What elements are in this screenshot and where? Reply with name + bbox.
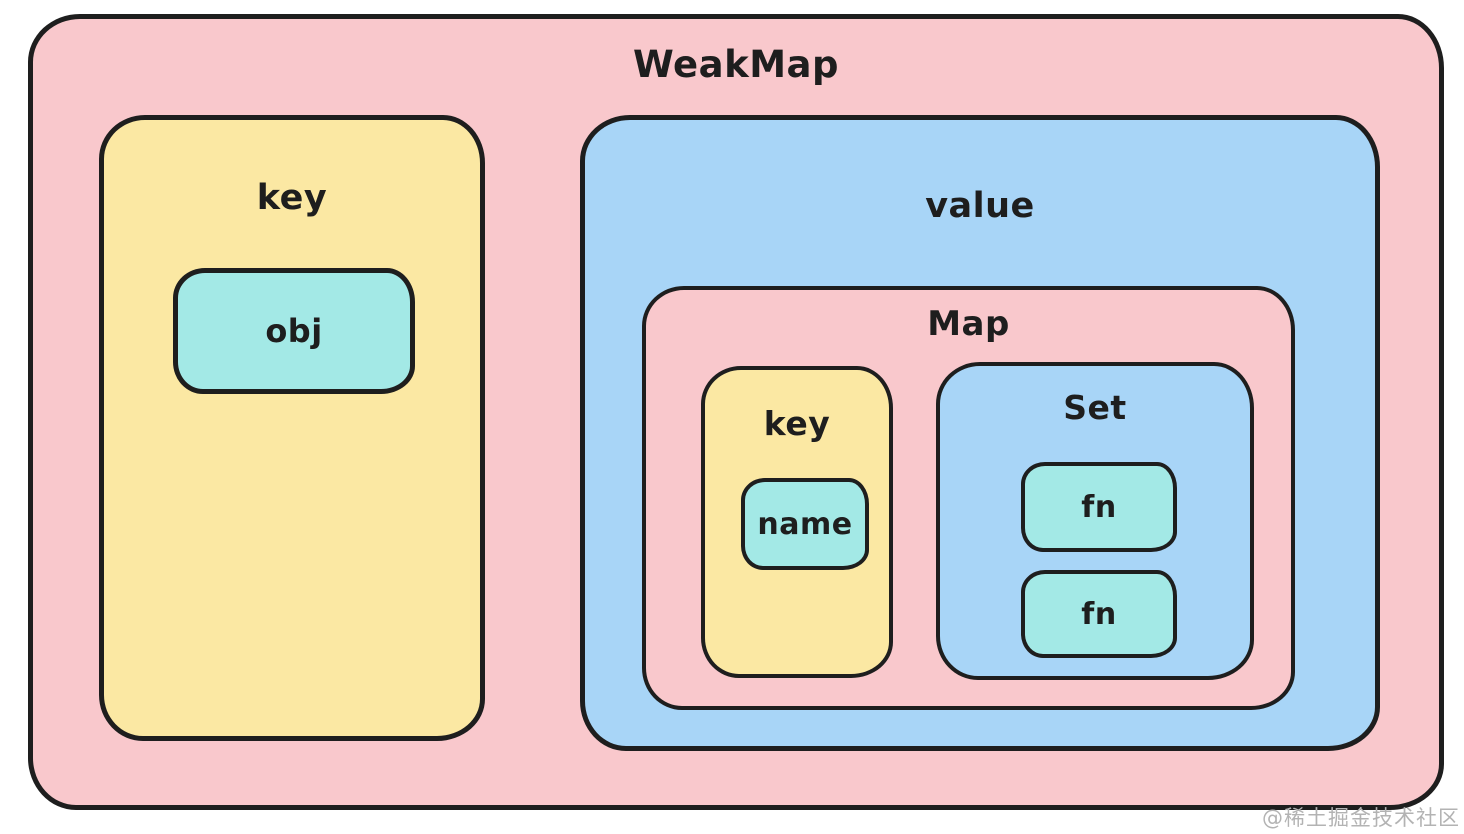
set-container-box: Set fn fn [936, 362, 1254, 680]
map-container-box: Map key name Set fn fn [642, 286, 1295, 710]
fn-node-box-2: fn [1021, 570, 1177, 658]
fn-node-box-1: fn [1021, 462, 1177, 552]
name-label: name [757, 506, 853, 542]
key-container-box: key obj [99, 115, 485, 741]
weakmap-container-box: WeakMap key obj value Map key name [28, 14, 1444, 810]
obj-label: obj [265, 312, 323, 350]
value-container-box: value Map key name Set fn [580, 115, 1380, 751]
key-label: key [256, 178, 328, 218]
name-node-box: name [741, 478, 869, 570]
set-label: Set [1063, 388, 1127, 427]
obj-node-box: obj [173, 268, 415, 394]
watermark-text: @稀土掘金技术社区 [1262, 806, 1460, 830]
fn-label-1: fn [1081, 489, 1117, 525]
inner-key-container-box: key name [701, 366, 893, 678]
value-label: value [925, 186, 1035, 226]
map-label: Map [927, 304, 1010, 344]
inner-key-label: key [763, 404, 831, 443]
weakmap-label: WeakMap [633, 43, 839, 86]
fn-label-2: fn [1081, 596, 1117, 632]
